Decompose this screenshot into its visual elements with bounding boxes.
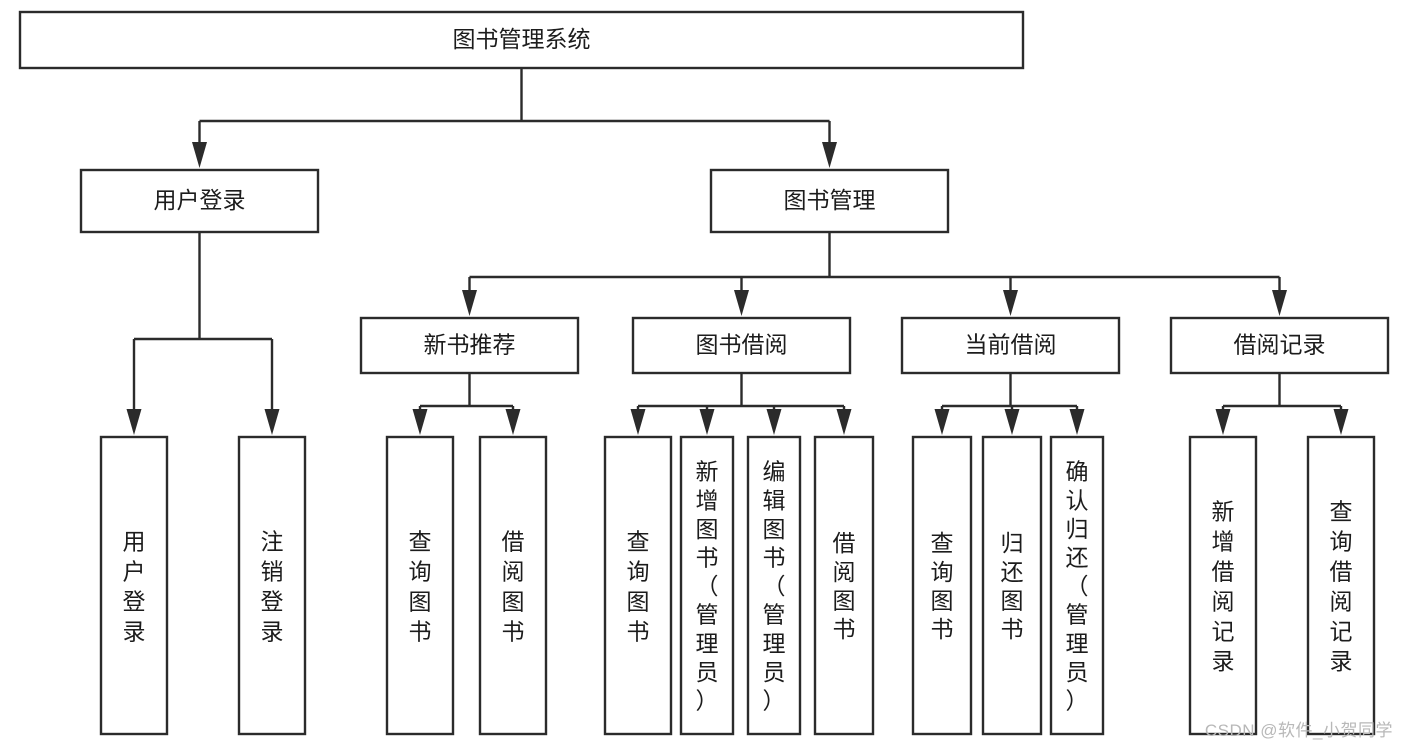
node-label: 当前借阅 xyxy=(965,332,1057,358)
node-n-login[interactable]: 用户登录 xyxy=(79,168,320,234)
node-label: 新增图书（管理员） xyxy=(696,459,719,714)
arrow-head-icon xyxy=(734,290,749,316)
edges-layer xyxy=(126,68,1349,435)
node-label: 图书借阅 xyxy=(696,332,788,358)
node-box[interactable] xyxy=(603,435,673,736)
node-label: 确认归还（管理员） xyxy=(1066,459,1089,714)
node-label: 查询图书 xyxy=(409,529,432,645)
arrow-head-icon xyxy=(836,409,852,435)
node-box[interactable] xyxy=(709,168,950,234)
node-box[interactable] xyxy=(1049,435,1105,736)
node-n-bookmgmt[interactable]: 图书管理 xyxy=(709,168,950,234)
node-label: 图书管理系统 xyxy=(453,26,591,52)
node-l-editbook[interactable]: 编辑图书（管理员） xyxy=(746,435,802,736)
node-n-current[interactable]: 当前借阅 xyxy=(900,316,1121,375)
node-l-borrow1[interactable]: 借阅图书 xyxy=(478,435,548,736)
node-box[interactable] xyxy=(1188,435,1258,736)
arrow-head-icon xyxy=(126,409,142,435)
node-label: 新增借阅记录 xyxy=(1212,499,1235,675)
node-label: 借阅记录 xyxy=(1234,332,1326,358)
arrow-head-icon xyxy=(192,142,207,168)
node-box[interactable] xyxy=(1169,316,1390,375)
node-n-borrow[interactable]: 图书借阅 xyxy=(631,316,852,375)
node-n-record[interactable]: 借阅记录 xyxy=(1169,316,1390,375)
node-label: 注销登录 xyxy=(261,529,284,645)
node-box[interactable] xyxy=(679,435,735,736)
node-label: 用户登录 xyxy=(154,187,246,213)
node-box[interactable] xyxy=(981,435,1043,736)
node-box[interactable] xyxy=(79,168,320,234)
node-label: 图书管理 xyxy=(784,187,876,213)
node-label: 借阅图书 xyxy=(502,529,525,645)
arrow-head-icon xyxy=(1215,409,1231,435)
arrow-head-icon xyxy=(1069,409,1085,435)
node-label: 借阅图书 xyxy=(833,530,856,642)
node-box[interactable] xyxy=(746,435,802,736)
node-l-query3[interactable]: 查询图书 xyxy=(911,435,973,736)
node-box[interactable] xyxy=(1306,435,1376,736)
node-box[interactable] xyxy=(18,10,1025,70)
arrow-head-icon xyxy=(412,409,428,435)
node-label: 查询图书 xyxy=(627,529,650,645)
node-label: 编辑图书（管理员） xyxy=(763,459,786,714)
node-l-confirm[interactable]: 确认归还（管理员） xyxy=(1049,435,1105,736)
arrow-head-icon xyxy=(505,409,521,435)
arrow-head-icon xyxy=(462,290,477,316)
node-box[interactable] xyxy=(911,435,973,736)
arrow-head-icon xyxy=(1003,290,1018,316)
node-label: 查询图书 xyxy=(931,530,954,642)
node-root[interactable]: 图书管理系统 xyxy=(18,10,1025,70)
arrow-head-icon xyxy=(264,409,280,435)
node-l-logout[interactable]: 注销登录 xyxy=(237,435,307,736)
node-box[interactable] xyxy=(478,435,548,736)
node-box[interactable] xyxy=(385,435,455,736)
node-box[interactable] xyxy=(631,316,852,375)
node-box[interactable] xyxy=(813,435,875,736)
arrow-head-icon xyxy=(1272,290,1287,316)
node-l-queryrec[interactable]: 查询借阅记录 xyxy=(1306,435,1376,736)
arrow-head-icon xyxy=(934,409,950,435)
arrow-head-icon xyxy=(822,142,837,168)
node-l-return[interactable]: 归还图书 xyxy=(981,435,1043,736)
arrow-head-icon xyxy=(1004,409,1020,435)
node-label: 用户登录 xyxy=(123,529,146,645)
node-l-addrec[interactable]: 新增借阅记录 xyxy=(1188,435,1258,736)
arrow-head-icon xyxy=(766,409,782,435)
node-box[interactable] xyxy=(237,435,307,736)
arrow-head-icon xyxy=(630,409,646,435)
node-label: 归还图书 xyxy=(1001,530,1024,642)
nodes-layer: 图书管理系统用户登录图书管理新书推荐图书借阅当前借阅借阅记录用户登录注销登录查询… xyxy=(18,10,1390,736)
arrow-head-icon xyxy=(699,409,715,435)
node-l-addbook[interactable]: 新增图书（管理员） xyxy=(679,435,735,736)
arrow-head-icon xyxy=(1333,409,1349,435)
node-label: 新书推荐 xyxy=(424,332,516,358)
node-l-query2[interactable]: 查询图书 xyxy=(603,435,673,736)
node-l-userlogin[interactable]: 用户登录 xyxy=(99,435,169,736)
node-label: 查询借阅记录 xyxy=(1330,499,1353,675)
node-box[interactable] xyxy=(900,316,1121,375)
node-box[interactable] xyxy=(359,316,580,375)
node-l-borrow2[interactable]: 借阅图书 xyxy=(813,435,875,736)
node-n-newbook[interactable]: 新书推荐 xyxy=(359,316,580,375)
node-l-query1[interactable]: 查询图书 xyxy=(385,435,455,736)
node-box[interactable] xyxy=(99,435,169,736)
